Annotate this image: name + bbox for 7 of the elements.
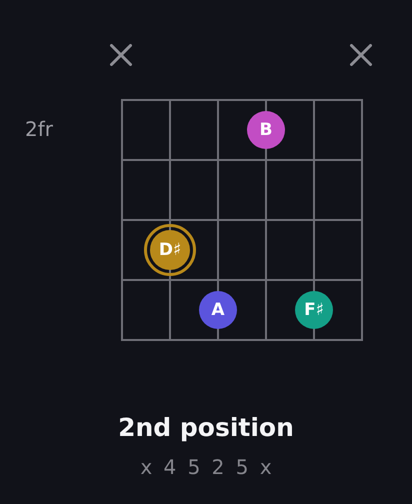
note-dot: A bbox=[199, 291, 237, 329]
ringed-note-dot: D♯ bbox=[144, 224, 196, 276]
position-title: 2nd position bbox=[118, 414, 294, 443]
fret-number: 2fr bbox=[25, 118, 53, 141]
note-dot: B bbox=[247, 111, 285, 149]
note-dot: F♯ bbox=[295, 291, 333, 329]
fingering-text: x 4 5 2 5 x bbox=[140, 456, 272, 479]
